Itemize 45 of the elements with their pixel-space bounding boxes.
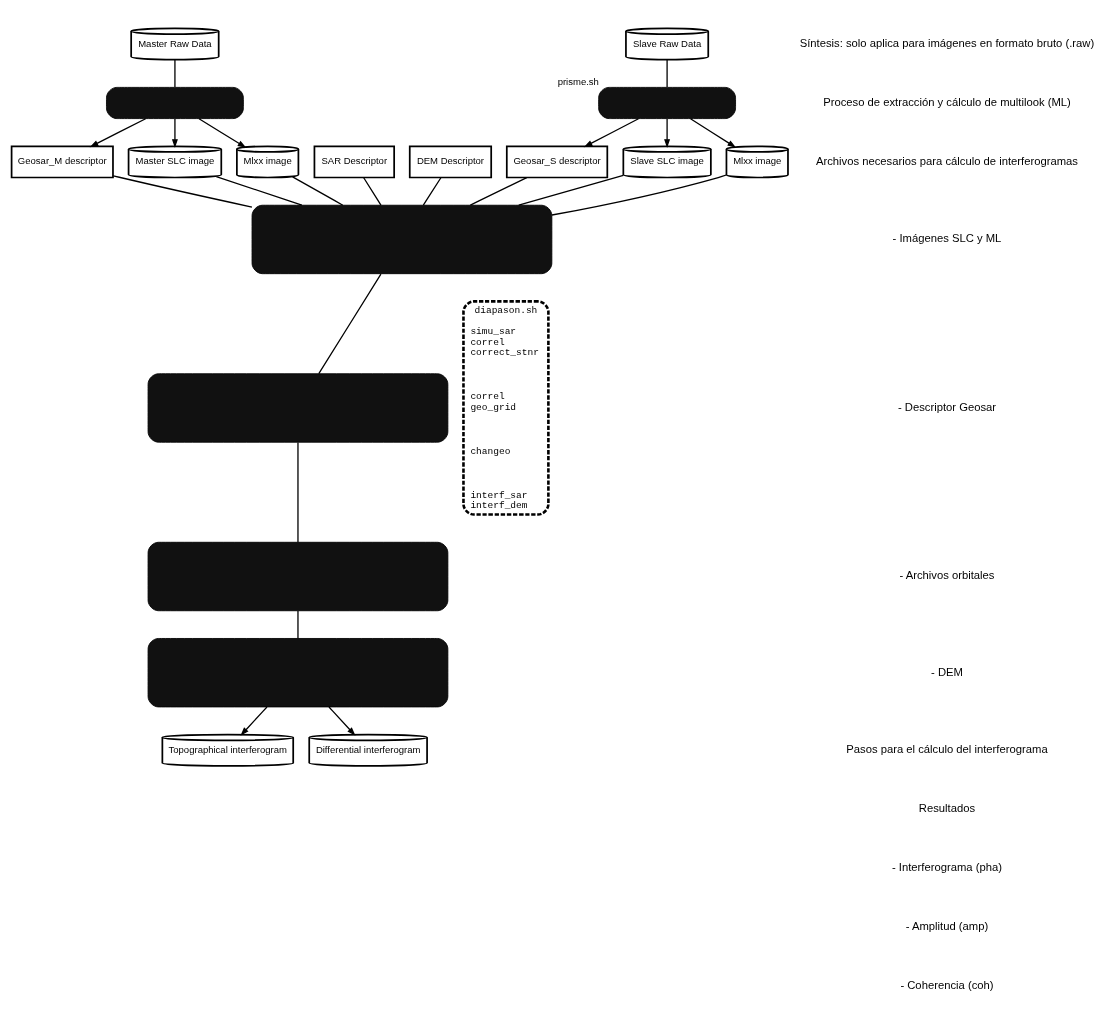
connector: [469, 176, 528, 206]
connector: [666, 58, 668, 88]
node-ellipse: [106, 86, 244, 119]
arrow: [240, 705, 268, 736]
label: - Archivos orbitales: [899, 568, 995, 581]
connector: [318, 272, 382, 374]
connector: [215, 175, 303, 206]
arrow: [328, 705, 356, 736]
label: Pasos para el cálculo del interferograma: [846, 742, 1048, 755]
connector: [174, 58, 176, 88]
label: Resultados: [918, 801, 976, 814]
label: - Imágenes SLC y ML: [892, 231, 1002, 244]
connector: [518, 174, 624, 206]
node-box: diapason.sh simu_sar correl correct_stnr correl geo_grid changeo interf_sar interf_dem: [462, 299, 550, 516]
node-ellipse: [598, 86, 736, 119]
label: - Descriptor Geosar: [897, 400, 997, 413]
node-box: [147, 637, 449, 707]
arrow: [171, 117, 178, 148]
arrow: [689, 117, 737, 148]
label: - Amplitud (amp): [905, 919, 989, 932]
connector: [112, 174, 253, 208]
connector: [297, 441, 299, 543]
node-box: [147, 541, 449, 611]
label: Proceso de extracción y cálculo de multilook (ML): [823, 95, 1071, 108]
connector: [363, 176, 382, 206]
node-box: [251, 204, 553, 274]
label: - DEM: [931, 665, 963, 678]
arrow: [198, 117, 247, 148]
connector: [297, 609, 299, 639]
node-label: prisme.sh: [557, 75, 599, 87]
arrow: [89, 117, 147, 147]
label: Síntesis: solo aplica para imágenes en formato bruto (.raw): [799, 36, 1095, 49]
connector: [422, 176, 442, 206]
node-box: Geosar_M descriptor: [10, 144, 114, 178]
label: - Interferograma (pha): [891, 860, 1002, 873]
label: - Coherencia (coh): [900, 978, 994, 991]
label: Archivos necesarios para cálculo de interferogramas: [815, 154, 1078, 167]
connector: [291, 175, 344, 206]
arrow: [583, 117, 640, 147]
arrow: [664, 117, 671, 148]
connector: [551, 173, 727, 216]
node-box: DEM Descriptor: [408, 144, 493, 178]
node-box: Geosar_S descriptor: [505, 144, 609, 178]
node-box: SAR Descriptor: [313, 144, 395, 178]
node-box: [147, 372, 449, 443]
